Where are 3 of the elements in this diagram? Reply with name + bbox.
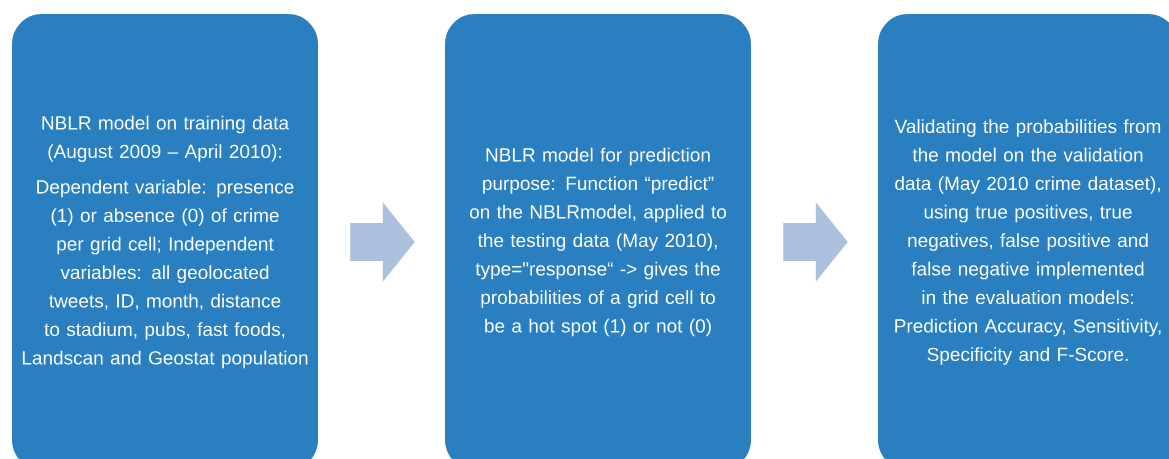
- process-box: NBLR model for prediction purpose: Function “predict” on the NBLRmodel, applied to the testing data (May 2010), type="response“ -> gives the probabilities of a grid cell to be a hot spot (1) or not (0): [445, 14, 751, 459]
- process-box: NBLR model on training data (August 2009 – April 2010): Dependent variable: presence (1) or absence (0) of crime per grid cell; Independent variables: all geolocated tweets, ID, month, distance to stadium, pubs, fast foods, Landscan and Geostat population: [12, 14, 318, 459]
- process-box: Validating the probabilities from the model on the validation data (May 2010 crime dataset), using true positives, true negatives, false positive and false negative implemented in the evaluation models: Prediction Accuracy, Sensitivity, Specificity and F-Score.: [878, 14, 1169, 459]
